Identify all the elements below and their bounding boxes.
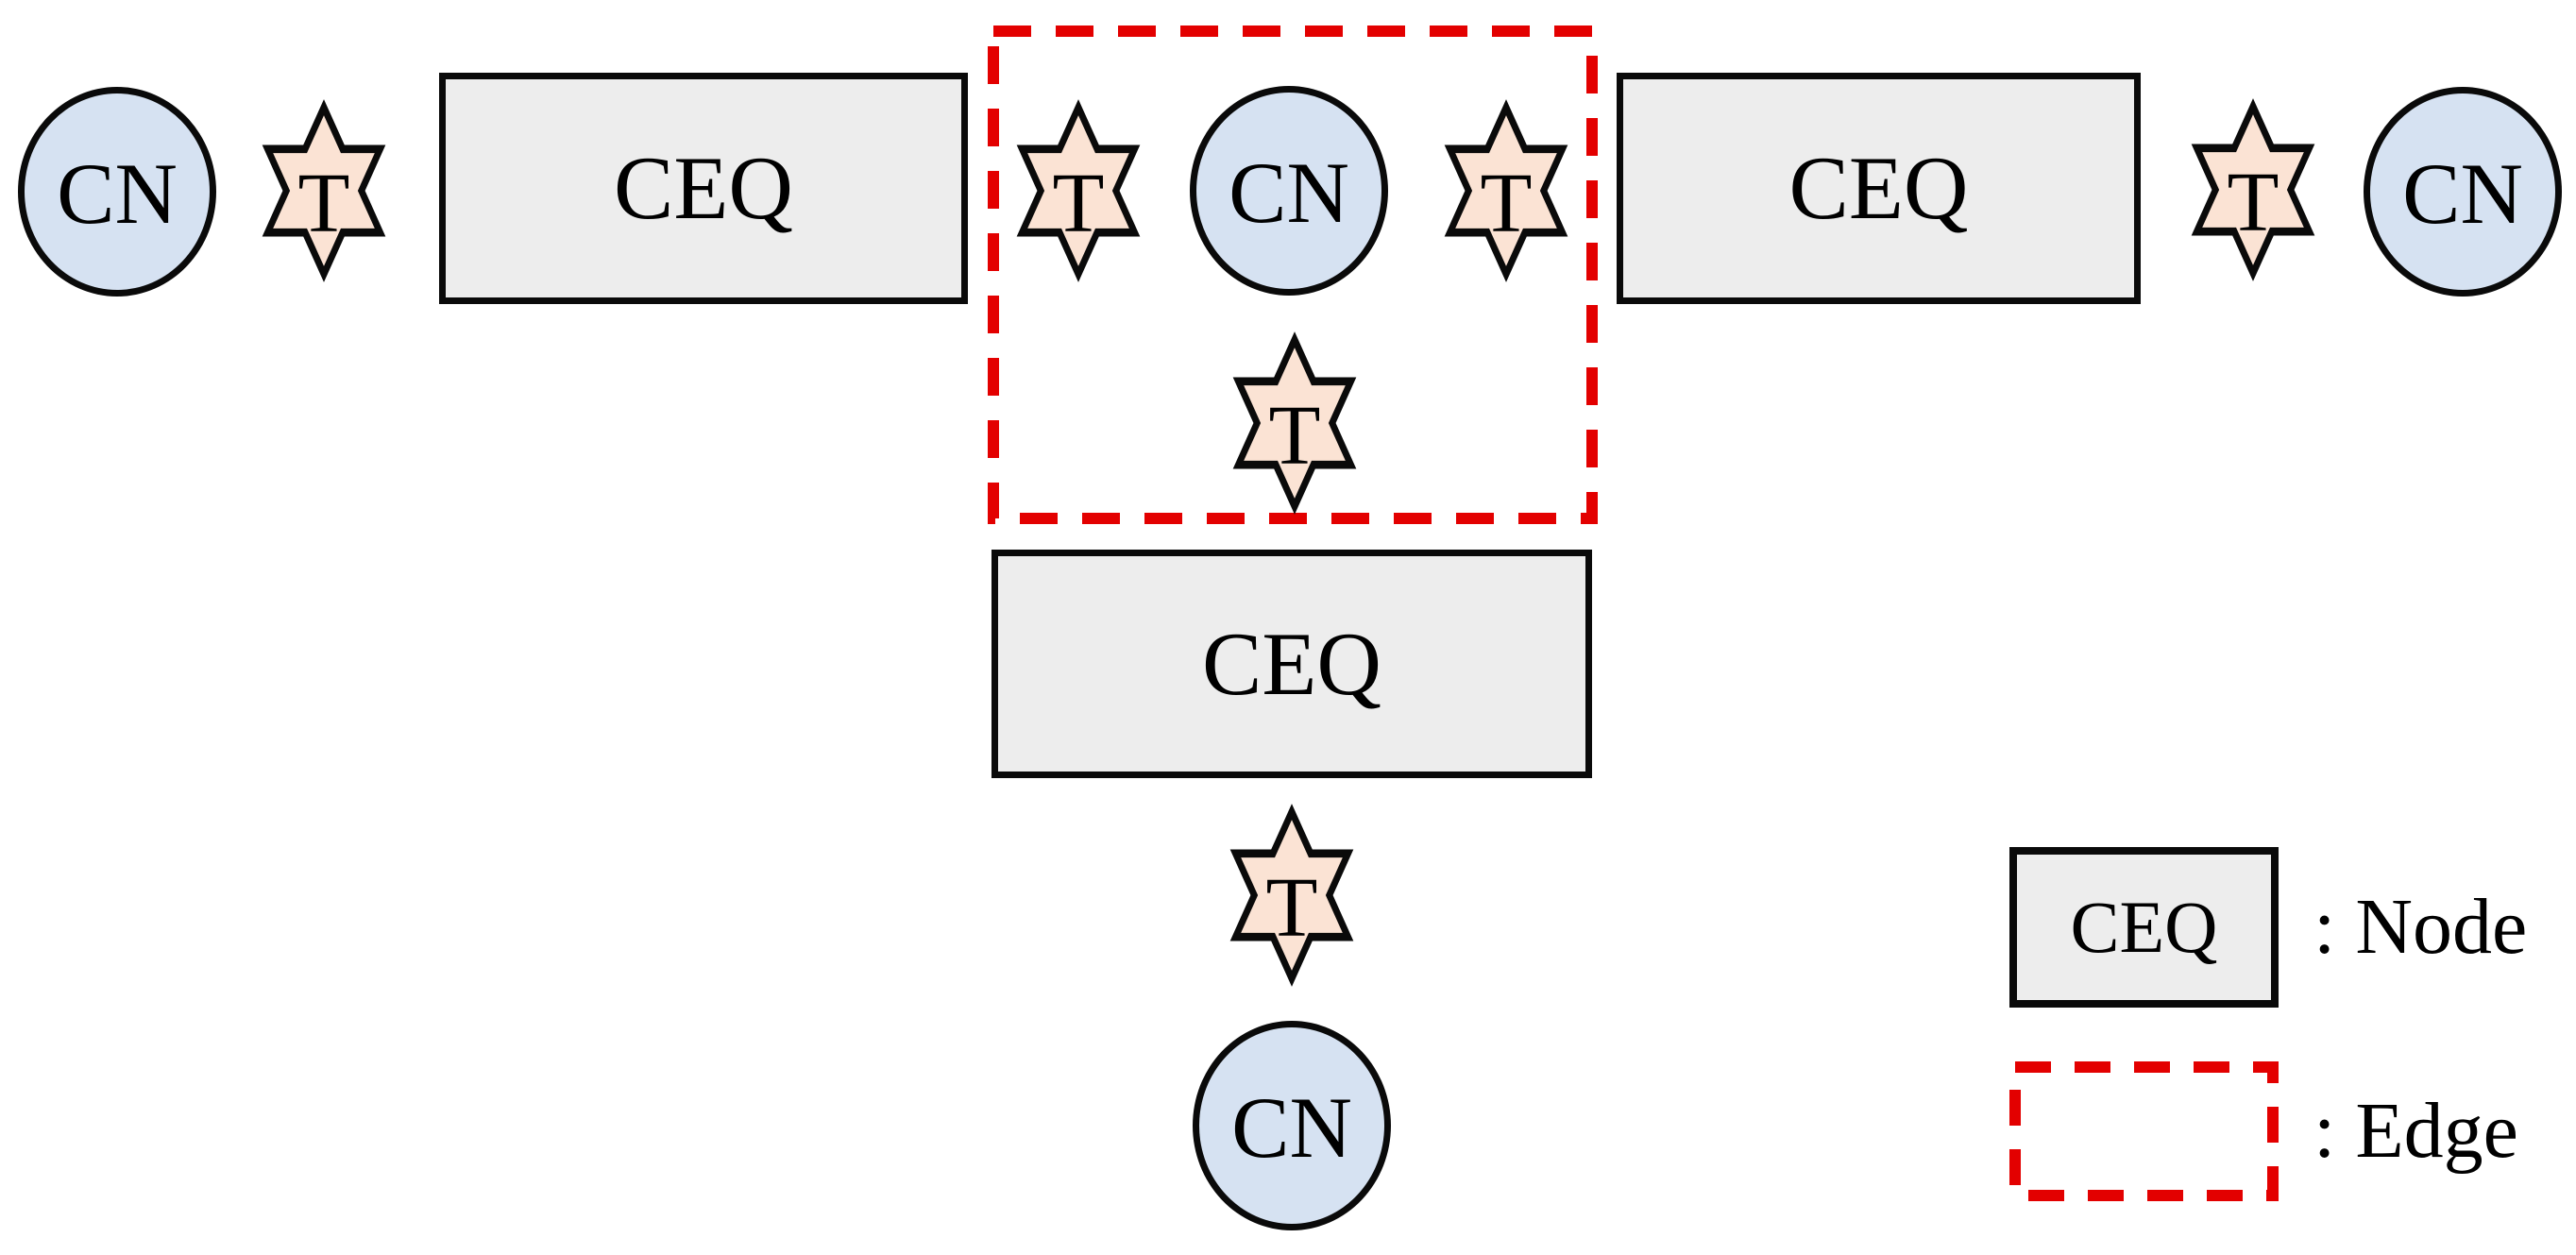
ceq-node-left-label: CEQ [614,138,793,238]
t-node-4-label: T [2227,156,2279,249]
legend-edge-dashed-rect [2009,1061,2279,1201]
t-node-2-star-shape [1016,99,1141,282]
ceq-node-bottom-label: CEQ [1202,613,1381,714]
cn-node-center: CN [1190,86,1388,296]
t-node-4: T [2183,98,2323,281]
t-node-1: T [254,99,394,282]
t-node-3: T [1436,99,1576,282]
t-node-center-inside-edge-label: T [1268,389,1321,483]
t-node-center-inside-edge-star-shape [1232,331,1357,515]
ceq-node-right-label: CEQ [1788,138,1969,238]
t-node-3-star-shape [1444,99,1568,282]
cn-node-center-label: CN [1229,144,1349,241]
legend-edge-dashed-box [2009,1061,2279,1201]
t-node-1-star-shape [262,99,386,282]
legend-edge-text: : Edge [2313,1087,2518,1175]
legend-node-symbol-box: CEQ [2009,847,2279,1008]
ceq-node-right: CEQ [1617,73,2141,304]
cn-node-bottom: CN [1193,1021,1391,1230]
t-node-1-label: T [297,157,350,250]
t-node-bottom: T [1222,804,1362,987]
cn-node-right-label: CN [2402,145,2523,242]
cn-node-left: CN [18,87,216,297]
legend-node-text: : Node [2313,883,2528,971]
ceq-node-bottom: CEQ [991,550,1592,778]
edge-dashed-box-rect [988,25,1598,524]
t-node-bottom-star-shape [1229,804,1354,987]
t-node-2: T [1008,99,1148,282]
t-node-3-label: T [1480,157,1533,250]
ceq-node-left: CEQ [439,73,968,304]
legend-node-symbol-label: CEQ [2070,886,2218,968]
cn-node-bottom-label: CN [1231,1079,1352,1176]
cn-node-right: CN [2364,87,2562,297]
t-node-bottom-label: T [1265,861,1318,955]
edge-dashed-box [988,25,1598,524]
cn-node-left-label: CN [57,145,178,242]
t-node-center-inside-edge: T [1225,331,1364,515]
t-node-4-star-shape [2191,98,2315,281]
t-node-2-label: T [1052,157,1105,250]
